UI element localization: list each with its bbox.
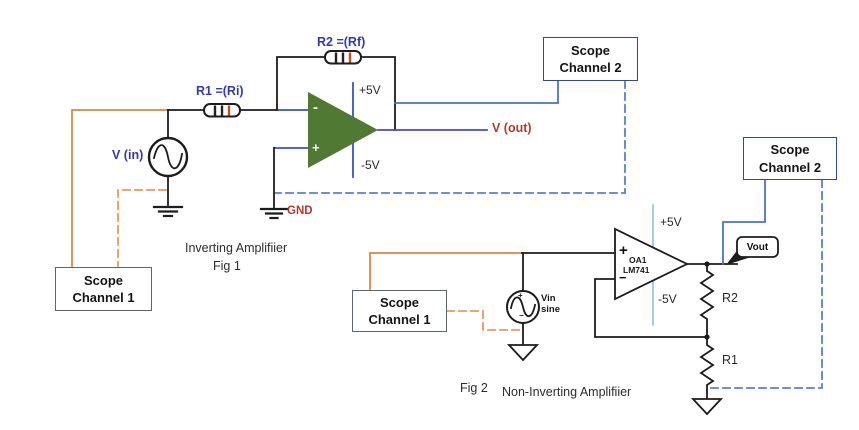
fig1-caption: Inverting Amplifiier [185,241,288,255]
fig2-scope-channel2-box: Scope Channel 2 [743,137,837,180]
fig2-source-minus-sign: − [519,311,524,320]
scope-channel-label: Channel 2 [559,60,622,75]
fig2-scope-channel1-box: Scope Channel 1 [352,290,447,332]
fig2-source-label-line2: sine [541,304,561,315]
fig2-resistor-r1 [690,336,724,416]
fig2-source-plus-sign: + [518,291,523,300]
fig1-gnd-label: GND [287,205,313,217]
fig1-resistor-r1 [203,103,241,118]
scope-label: Scope [83,272,123,288]
fig1-vin-label: V (in) [112,148,144,162]
scope-channel-label: Channel 1 [72,290,135,305]
fig1-r1-label: R1 =(Ri) [196,84,244,98]
fig2-opamp-noninverting-input-sign: + [619,242,628,259]
scope-channel-label: Channel 2 [758,159,822,175]
fig2-opamp-name: OA1 [629,255,647,265]
fig1-feedback-wires [276,56,396,131]
fig2-scope2-wire-solid [722,179,766,265]
fig1-scope2-wire-solid [394,80,559,104]
fig1-negative-supply-label: -5V [361,158,380,172]
fig2-figure-number: Fig 2 [460,381,488,395]
fig1-resistor-r2 [324,50,362,65]
fig2-sine-source [506,290,540,362]
scope-channel-label: Channel 1 [368,312,431,327]
fig2-feedback-wire [594,278,708,338]
scope-label: Scope [770,142,810,158]
fig1-scope-channel2-box: Scope Channel 2 [543,37,638,81]
fig1-scope1-wire-dashed [117,189,167,267]
fig1-input-wires [167,109,310,139]
scope-label: Scope [570,42,610,58]
fig2-positive-supply-label: +5V [660,215,682,229]
fig2-vout-callout: Vout [737,237,778,257]
fig2-opamp [614,204,690,326]
fig2-opamp-part-number: LM741 [623,265,650,275]
fig2-opamp-inverting-input-sign: − [619,270,627,285]
fig2-r1-label: R1 [722,353,738,367]
scope-label: Scope [379,294,419,310]
fig1-r2-label: R2 =(Rf) [317,35,366,49]
fig1-noninverting-ground-wire [259,147,310,220]
fig1-opamp-inverting-input-sign: - [313,99,318,116]
fig1-opamp [308,82,378,178]
fig1-opamp-noninverting-input-sign: + [312,140,320,155]
fig2-r2-label: R2 [722,291,738,305]
fig1-scope1-wire-solid [71,109,169,267]
fig2-input-wires [521,252,616,292]
fig1-positive-supply-label: +5V [359,83,381,97]
fig2-source-label-line1: Vin [541,293,556,304]
fig2-vout-callout-tail [726,236,779,265]
fig1-figure-number: Fig 1 [213,259,241,273]
fig1-vout-label: V (out) [492,121,532,135]
fig2-vout-tag-label: Vout [746,241,769,253]
fig1-scope-channel1-box: Scope Channel 1 [55,267,152,311]
fig1-sine-source [147,136,189,218]
fig2-caption: Non-Inverting Amplifiier [502,385,632,399]
fig2-scope1-wire-solid [369,252,523,291]
fig1-scope2-wire-dashed [274,80,626,194]
fig2-resistor-r2 [699,263,715,338]
fig2-negative-supply-label: -5V [658,292,677,306]
fig2-scope2-wire-dashed [708,179,823,389]
fig2-scope1-wire-dashed [446,310,522,331]
